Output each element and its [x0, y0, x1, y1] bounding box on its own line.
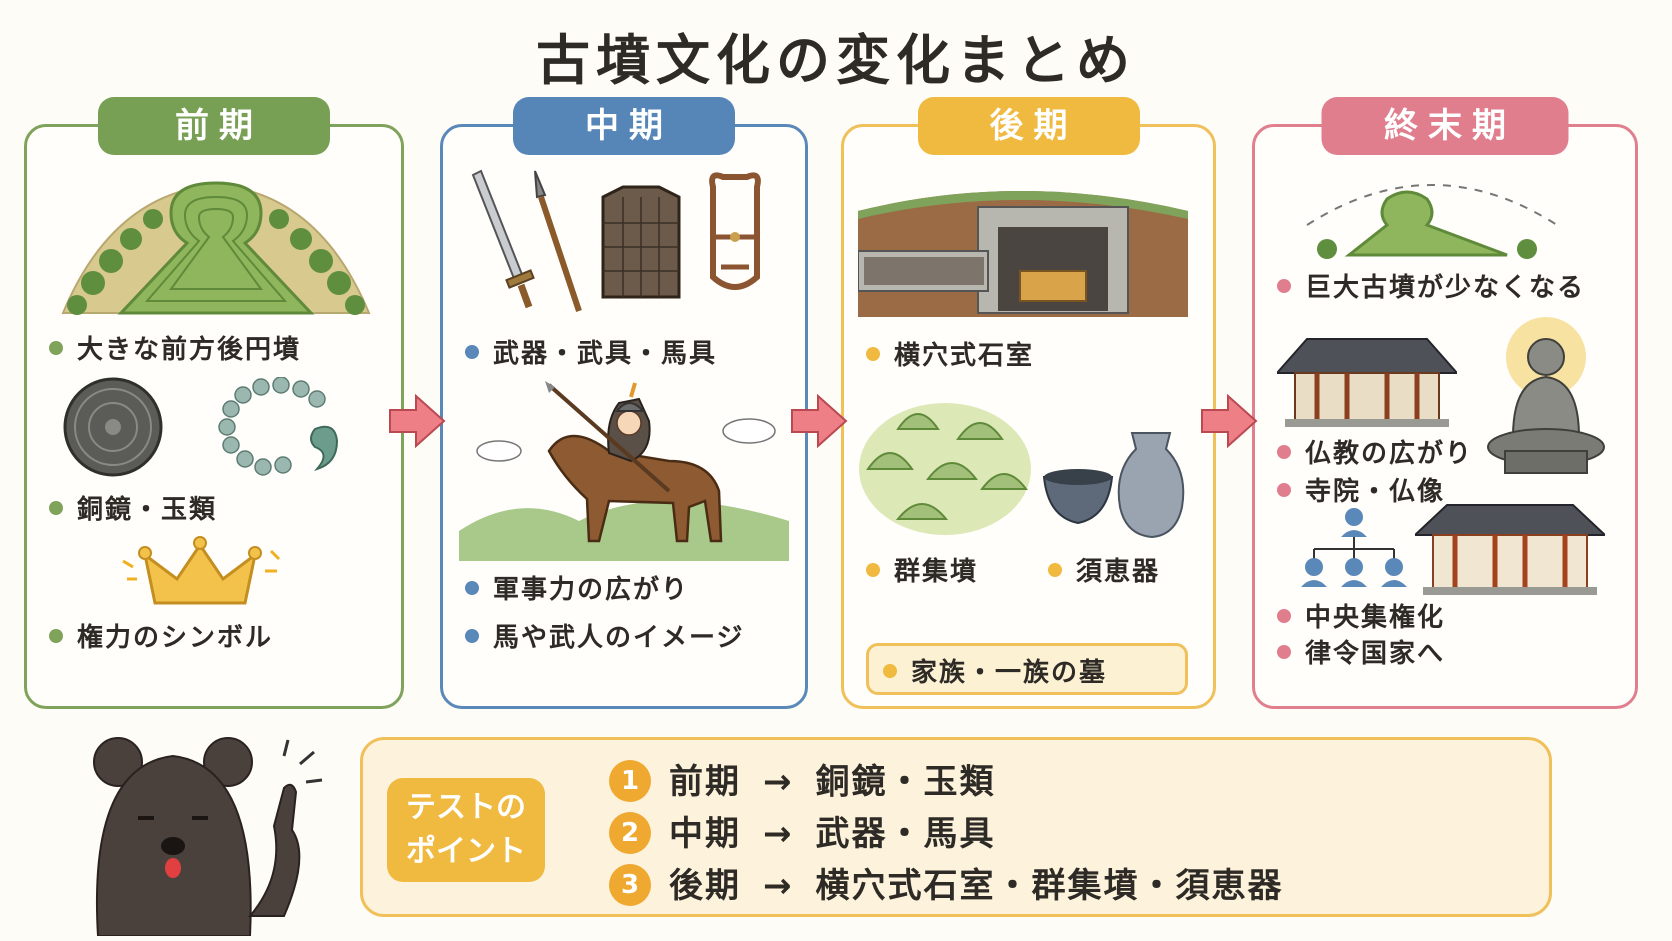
panel-late: 後期 横穴式石室 群集墳 須恵器 家族・一族の墓	[841, 97, 1216, 709]
sue-pottery-icon	[1042, 432, 1185, 539]
buddha-statue-icon	[1487, 317, 1605, 474]
bronze-mirror-icon	[63, 377, 163, 477]
bullet-final-4: 中央集権化	[1277, 597, 1445, 634]
test-points-label: テストの ポイント	[387, 778, 545, 882]
bear-pointing-icon	[93, 737, 323, 936]
arrow-right-icon	[389, 393, 446, 449]
panel-middle-label: 中期	[513, 97, 735, 155]
panel-final-label: 終末期	[1321, 97, 1569, 155]
small-tomb-icon	[1306, 184, 1558, 259]
hierarchy-icon	[1301, 508, 1407, 587]
bullet-early-3: 権力のシンボル	[49, 617, 273, 654]
keyhole-tomb-icon	[61, 181, 371, 315]
bullet-early-2: 銅鏡・玉類	[49, 489, 217, 526]
bullet-final-2: 仏教の広がり	[1277, 433, 1473, 470]
bullet-late-2: 群集墳	[866, 551, 978, 588]
bullet-middle-1: 武器・武具・馬具	[465, 333, 717, 370]
weapons-armor-icon	[471, 169, 761, 312]
temple-icon	[1277, 338, 1457, 427]
crown-icon	[122, 536, 281, 605]
bullet-early-1: 大きな前方後円墳	[49, 329, 301, 366]
panel-middle: 中期 武器・武具・馬具 軍事力の広がり	[440, 97, 808, 709]
bullet-final-1: 巨大古墳が少なくなる	[1277, 267, 1585, 304]
cluster-tombs-icon	[859, 403, 1031, 535]
arrow-right-icon	[1201, 393, 1258, 449]
bullet-late-3: 須恵器	[1048, 551, 1160, 588]
sword-icon	[471, 169, 535, 309]
arrow-right-icon	[791, 393, 848, 449]
panel-final: 終末期 巨大古墳が少なくなる 仏教の広がり 寺院・仏像 中央集権化 律令国家へ	[1252, 97, 1638, 709]
bullet-late-4: 家族・一族の墓	[883, 652, 1107, 689]
panel-late-label: 後期	[917, 97, 1140, 155]
panel-early: 前期 大きな前方後円墳 銅鏡・玉類 権力のシンボル	[24, 97, 404, 709]
magatama-beads-icon	[218, 377, 339, 476]
bullet-middle-3: 馬や武人のイメージ	[465, 617, 744, 654]
bullet-late-1: 横穴式石室	[866, 335, 1034, 372]
family-tomb-box: 家族・一族の墓	[866, 643, 1188, 695]
armor-icon	[601, 185, 681, 299]
horse-bridle-icon	[709, 172, 761, 290]
bullet-final-5: 律令国家へ	[1277, 633, 1445, 670]
bullet-final-3: 寺院・仏像	[1277, 471, 1445, 508]
spear-icon	[534, 170, 582, 312]
mounted-warrior-icon	[459, 381, 789, 561]
bullet-middle-2: 軍事力の広がり	[465, 569, 689, 606]
stone-chamber-icon	[858, 191, 1188, 317]
page-title: 古墳文化の変化まとめ	[536, 29, 1136, 92]
panel-early-label: 前期	[98, 97, 330, 155]
palace-icon	[1415, 504, 1605, 595]
